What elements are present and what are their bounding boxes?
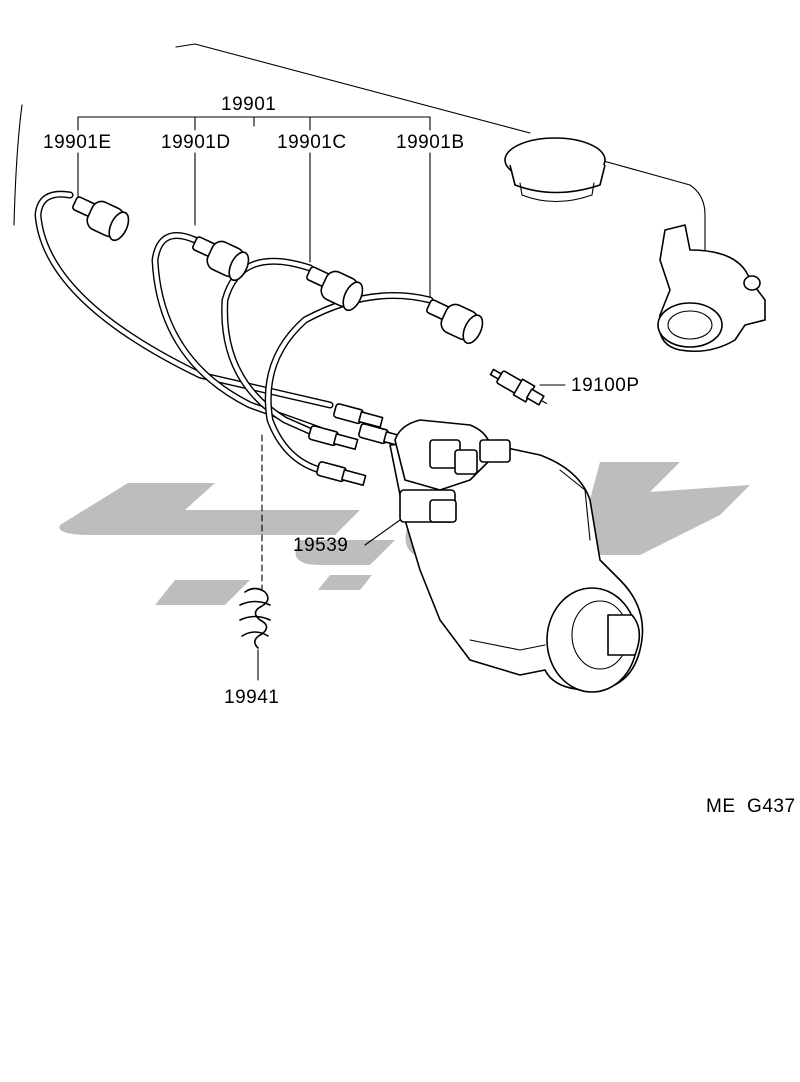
- distributor-assembly: [389, 419, 644, 693]
- border-lines: [13, 43, 706, 251]
- ignition-wires: [34, 190, 434, 474]
- wire-clamp: [239, 434, 271, 681]
- label-19901e: 19901E: [43, 132, 112, 153]
- label-19941: 19941: [224, 687, 280, 708]
- water-outlet: [657, 224, 766, 353]
- label-19901c: 19901C: [277, 132, 347, 153]
- diagram-code: ME G437: [706, 796, 796, 817]
- spark-plug: [489, 368, 548, 406]
- label-19901d: 19901D: [161, 132, 231, 153]
- plug-boots: [72, 196, 484, 345]
- label-19539: 19539: [293, 535, 349, 556]
- label-19901: 19901: [221, 94, 277, 115]
- radiator-cap: [504, 137, 606, 202]
- callout-leaders: [364, 384, 566, 546]
- label-19100p: 19100P: [571, 375, 640, 396]
- label-19901b: 19901B: [396, 132, 465, 153]
- wire-set-bracket: [77, 116, 431, 299]
- wire-terminals: [308, 403, 409, 487]
